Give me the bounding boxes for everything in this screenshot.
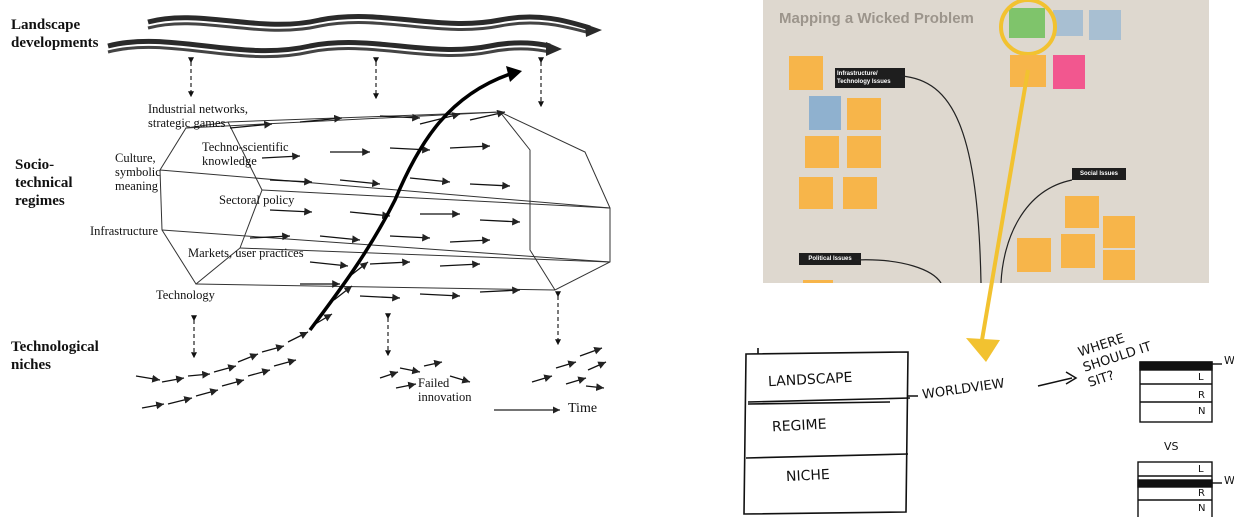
sketch-drawing [743, 69, 1222, 517]
orange-note [847, 136, 881, 168]
header-infra-line-1: Infrastructure/ [837, 71, 878, 77]
highlight-circle [999, 0, 1057, 56]
blue-note [809, 96, 841, 130]
level-regimes-line-3: regimes [15, 193, 65, 209]
yellow-arrow [980, 69, 1030, 341]
mini-top-l: L [1198, 372, 1204, 383]
label-technology: Technology [156, 288, 215, 302]
mini-bottom-n: N [1198, 503, 1206, 514]
sketch-row-niche: NICHE [785, 466, 831, 486]
level-niches-line-1: Technological [11, 339, 99, 355]
level-niches-line-2: niches [11, 357, 52, 373]
breakthrough-curve [308, 72, 511, 332]
orange-note [843, 177, 877, 209]
landscape-band-upper-2 [147, 21, 591, 35]
level-landscape-line-2: developments [11, 35, 99, 51]
label-techno: Techno-scientific knowledge [202, 140, 289, 168]
label-techno-line-2: knowledge [202, 154, 257, 168]
mini-top-w: W [1224, 354, 1234, 367]
label-culture-line-1: Culture, [115, 151, 156, 165]
label-time: Time [568, 401, 598, 416]
label-markets: Markets, user practices [188, 246, 304, 260]
photo-connector-lines [854, 75, 1073, 283]
orange-note [1061, 234, 1095, 268]
mini-top-n: N [1198, 406, 1206, 417]
header-political: Political Issues [799, 253, 861, 265]
label-sectoral: Sectoral policy [219, 193, 295, 207]
label-techno-line-1: Techno-scientific [202, 140, 289, 154]
landscape-band-upper [147, 14, 591, 31]
wicked-problem-photo: Mapping a Wicked Problem Infrastructure/… [763, 0, 1209, 283]
level-regimes: Socio- technical regimes [15, 156, 73, 210]
orange-note [1103, 250, 1135, 280]
label-failed-innovation: Failed innovation [418, 376, 471, 404]
label-infrastructure: Infrastructure [90, 224, 159, 238]
pink-note [1053, 55, 1085, 89]
sketch-row-regime: REGIME [771, 416, 827, 436]
orange-note [1017, 238, 1051, 272]
label-failed-line-1: Failed [418, 376, 450, 390]
label-industrial-line-1: Industrial networks, [148, 102, 248, 116]
orange-note [1065, 196, 1099, 228]
mini-bottom-w: W [1224, 474, 1234, 487]
header-social: Social Issues [1072, 168, 1126, 180]
orange-note [847, 98, 881, 130]
label-culture: Culture, symbolic meaning [115, 151, 161, 193]
label-industrial-line-2: strategic games [148, 116, 226, 130]
orange-note [1103, 216, 1135, 248]
mini-top-r: R [1198, 390, 1205, 401]
label-failed-line-2: innovation [418, 390, 472, 404]
orange-note [799, 177, 833, 209]
orange-note [805, 136, 839, 168]
level-landscape-line-1: Landscape [11, 17, 81, 33]
mini-bottom-l: L [1198, 464, 1204, 475]
mini-diagram-top [1139, 361, 1222, 423]
orange-note [803, 280, 833, 283]
header-infra-line-2: Technology Issues [837, 79, 891, 85]
sketch-vs: VS [1164, 440, 1179, 453]
mlp-diagram: Landscape developments Socio- technical … [11, 14, 611, 416]
level-regimes-line-2: technical [15, 175, 73, 191]
mlp-diagram-drawing [107, 14, 611, 414]
blue-note [1089, 10, 1121, 40]
landscape-band-lower-2 [107, 45, 551, 59]
header-infrastructure: Infrastructure/ Technology Issues [835, 68, 905, 88]
label-industrial: Industrial networks, strategic games [148, 102, 248, 130]
label-culture-line-3: meaning [115, 179, 159, 193]
label-culture-line-2: symbolic [115, 165, 161, 179]
orange-note [789, 56, 823, 90]
landscape-band-lower [107, 38, 551, 54]
dashed-links [188, 57, 561, 359]
level-regimes-line-1: Socio- [15, 157, 55, 173]
mini-diagram-bottom [1137, 461, 1222, 517]
level-landscape: Landscape developments [11, 16, 99, 52]
regime-arrows [229, 109, 521, 302]
sketch-levels-box [743, 348, 911, 515]
niche-arrows [135, 261, 607, 410]
mini-bottom-r: R [1198, 488, 1205, 499]
photo-title: Mapping a Wicked Problem [779, 10, 974, 27]
blue-note [1053, 10, 1083, 36]
level-niches: Technological niches [11, 338, 99, 374]
